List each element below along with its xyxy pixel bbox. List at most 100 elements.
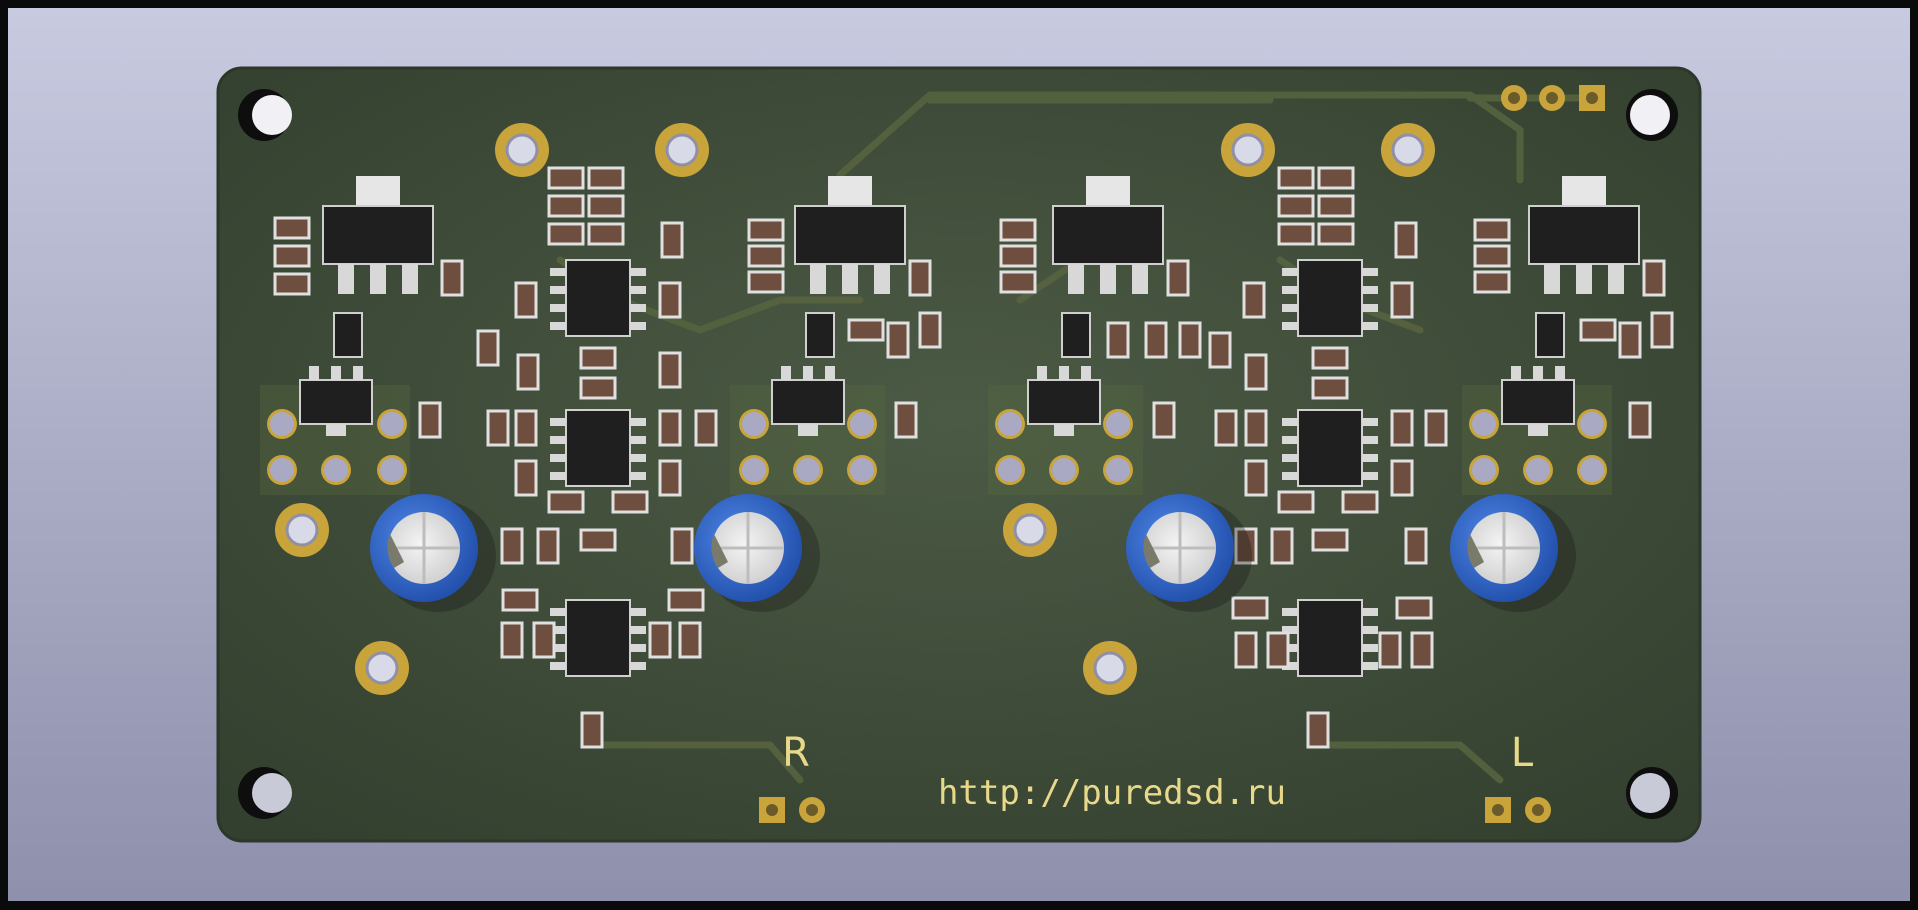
smd-component xyxy=(514,281,538,319)
header-pin xyxy=(1525,797,1551,823)
through-hole-pad xyxy=(739,455,769,485)
through-hole-pad xyxy=(1577,455,1607,485)
through-hole-pad xyxy=(1523,455,1553,485)
mounting-hole-icon xyxy=(1626,767,1678,819)
smd-component xyxy=(1311,376,1349,400)
smd-component xyxy=(918,311,942,349)
smd-components xyxy=(273,166,1674,749)
voltage-regulator xyxy=(322,176,434,294)
ic-chip-icon xyxy=(1282,599,1378,677)
ic-chip-icon xyxy=(550,599,646,677)
smd-component xyxy=(1234,631,1258,669)
transistors xyxy=(267,312,1607,485)
smd-component xyxy=(501,588,539,612)
smd-component xyxy=(514,459,538,497)
smd-component xyxy=(587,222,625,246)
smd-component xyxy=(536,527,560,565)
smd-component xyxy=(1390,281,1414,319)
smd-component xyxy=(1231,596,1269,620)
smd-component xyxy=(1579,318,1617,342)
channel-label-left: L xyxy=(1511,730,1534,776)
smd-component xyxy=(547,222,585,246)
transistor xyxy=(805,312,835,358)
header-pin xyxy=(1539,85,1565,111)
smd-component xyxy=(670,527,694,565)
transistor xyxy=(299,366,373,436)
smd-component xyxy=(1390,459,1414,497)
smd-component xyxy=(1277,166,1315,190)
smd-component xyxy=(678,621,702,659)
smd-component xyxy=(516,353,540,391)
smd-component xyxy=(658,281,682,319)
through-hole-pad xyxy=(739,409,769,439)
through-hole-pad xyxy=(1103,409,1133,439)
smd-component xyxy=(1628,401,1652,439)
through-hole-pad xyxy=(321,455,351,485)
smd-component xyxy=(1311,528,1349,552)
smd-component xyxy=(476,329,500,367)
smd-component xyxy=(660,221,684,259)
smd-component xyxy=(486,409,510,447)
smd-component xyxy=(1424,409,1448,447)
transistor xyxy=(333,312,363,358)
voltage-regulators xyxy=(322,176,1640,294)
smd-component xyxy=(747,244,785,268)
header-pin xyxy=(799,797,825,823)
smd-component xyxy=(1650,311,1674,349)
smd-component xyxy=(1242,281,1266,319)
voltage-regulator xyxy=(1528,176,1640,294)
through-hole-pad xyxy=(847,409,877,439)
smd-component xyxy=(1642,259,1666,297)
through-hole-pad xyxy=(793,455,823,485)
smd-component xyxy=(1277,490,1315,514)
smd-component xyxy=(847,318,885,342)
via-icon xyxy=(1083,641,1137,695)
smd-component xyxy=(667,588,705,612)
transistor xyxy=(1501,366,1575,436)
smd-component xyxy=(658,409,682,447)
smd-component xyxy=(1178,321,1202,359)
smd-component xyxy=(1166,259,1190,297)
large-vias xyxy=(275,123,1435,695)
ic-chip-icon xyxy=(1282,409,1378,487)
via-icon xyxy=(495,123,549,177)
smd-component xyxy=(648,621,672,659)
smd-component xyxy=(500,527,524,565)
smd-component xyxy=(547,166,585,190)
voltage-regulator xyxy=(794,176,906,294)
smd-component xyxy=(611,490,649,514)
smd-component xyxy=(1214,409,1238,447)
smd-component xyxy=(999,270,1037,294)
via-icon xyxy=(1003,503,1057,557)
smd-component xyxy=(1378,631,1402,669)
smd-component xyxy=(1410,631,1434,669)
mounting-hole-icon xyxy=(238,89,292,141)
electrolytic-capacitor-icon xyxy=(1450,494,1576,612)
ic-chips xyxy=(550,259,1378,677)
through-hole-pad xyxy=(1049,455,1079,485)
through-hole-pad xyxy=(1469,409,1499,439)
smd-component xyxy=(999,244,1037,268)
smd-component xyxy=(579,346,617,370)
smd-component xyxy=(273,216,311,240)
through-hole-pad xyxy=(847,455,877,485)
via-icon xyxy=(355,641,409,695)
through-hole-pad xyxy=(377,455,407,485)
smd-component xyxy=(999,218,1037,242)
smd-component xyxy=(547,194,585,218)
smd-component xyxy=(579,528,617,552)
transistor xyxy=(1535,312,1565,358)
smd-component xyxy=(1144,321,1168,359)
silkscreen-url: http://puredsd.ru xyxy=(938,773,1286,813)
smd-component xyxy=(1234,527,1258,565)
smd-component xyxy=(1473,270,1511,294)
smd-component xyxy=(1106,321,1130,359)
smd-component xyxy=(440,259,464,297)
smd-component xyxy=(747,218,785,242)
ic-chip-icon xyxy=(550,259,646,337)
header-pins xyxy=(759,85,1605,823)
smd-component xyxy=(514,409,538,447)
header-pin xyxy=(1485,797,1511,823)
mounting-hole-icon xyxy=(238,767,292,819)
